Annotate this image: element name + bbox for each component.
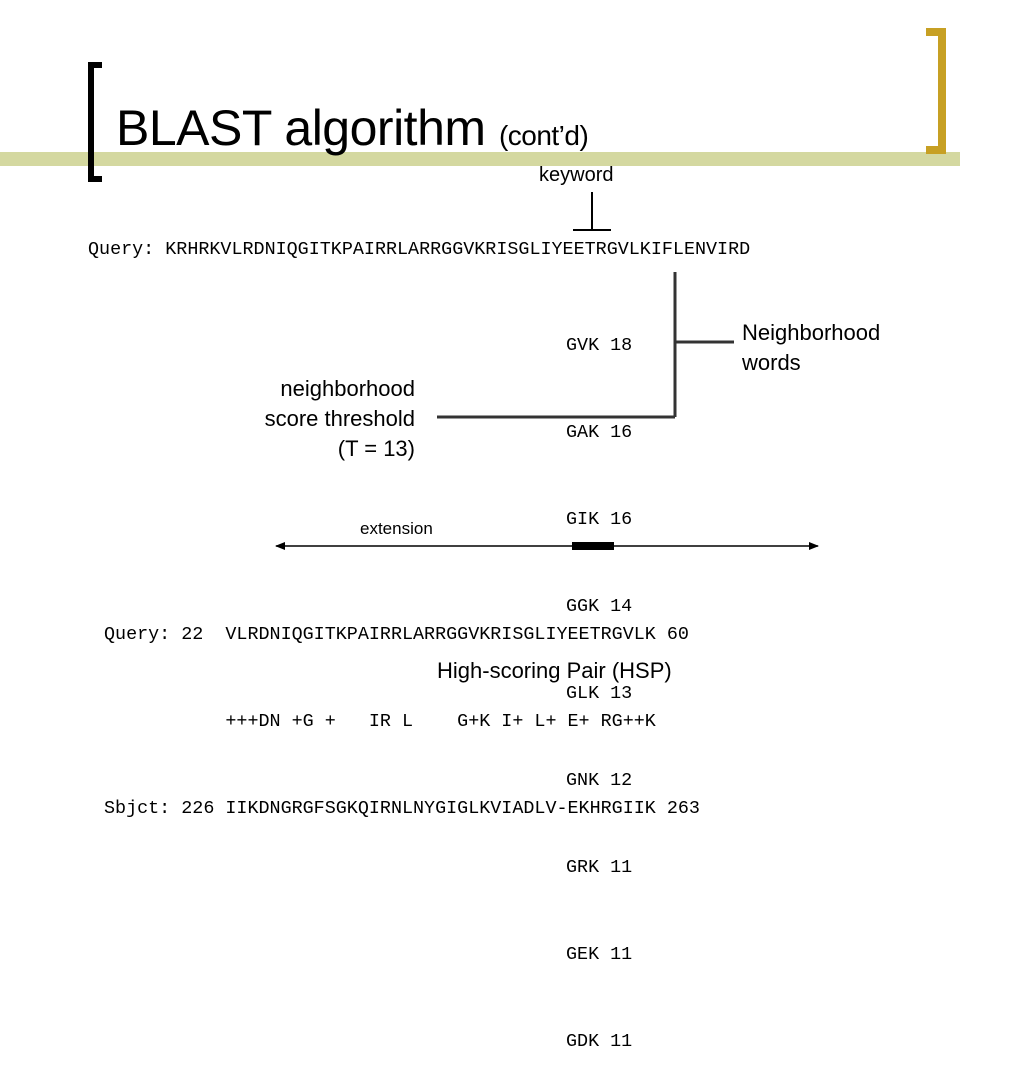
keyword-label: keyword [539, 164, 614, 186]
right-bracket-decoration [926, 28, 946, 154]
neighborhood-word: GVK 18 [566, 335, 633, 356]
neighborhood-words-label-line: Neighborhood [742, 320, 881, 345]
left-bracket-decoration [88, 62, 102, 182]
neighborhood-word: GDK 11 [566, 1031, 633, 1052]
score-threshold-label: neighborhood score threshold (T = 13) [200, 374, 415, 464]
neighborhood-word: GLK 13 [566, 683, 633, 704]
score-threshold-label-line: score threshold [264, 406, 415, 431]
seed-hit-marker [572, 542, 614, 550]
neighborhood-word: GGK 14 [566, 596, 633, 617]
neighborhood-words-label: Neighborhood words [742, 318, 942, 378]
alignment-match-row: +++DN +G + IR L G+K I+ L+ E+ RG++K [104, 711, 656, 732]
extension-label: extension [360, 519, 433, 538]
title-sub: (cont’d) [498, 120, 589, 151]
query-sequence: Query: KRHRKVLRDNIQGITKPAIRRLARRGGVKRISG… [88, 239, 751, 260]
neighborhood-words-label-line: words [742, 350, 801, 375]
score-threshold-label-line: (T = 13) [337, 436, 415, 461]
neighborhood-word: GEK 11 [566, 944, 633, 965]
title-main: BLAST algorithm [116, 100, 486, 156]
score-threshold-label-line: neighborhood [280, 376, 415, 401]
hsp-caption: High-scoring Pair (HSP) [437, 658, 672, 683]
neighborhood-word: GAK 16 [566, 422, 633, 443]
title-band [0, 152, 960, 166]
alignment-query-row: Query: 22 VLRDNIQGITKPAIRRLARRGGVKRISGLI… [104, 624, 689, 645]
neighborhood-word: GRK 11 [566, 857, 633, 878]
neighborhood-word: GIK 16 [566, 509, 633, 530]
diagram-lines [275, 192, 819, 550]
page-title: BLAST algorithm (cont’d) [116, 98, 589, 166]
alignment-subject-row: Sbjct: 226 IIKDNGRGFSGKQIRNLNYGIGLKVIADL… [104, 798, 700, 819]
